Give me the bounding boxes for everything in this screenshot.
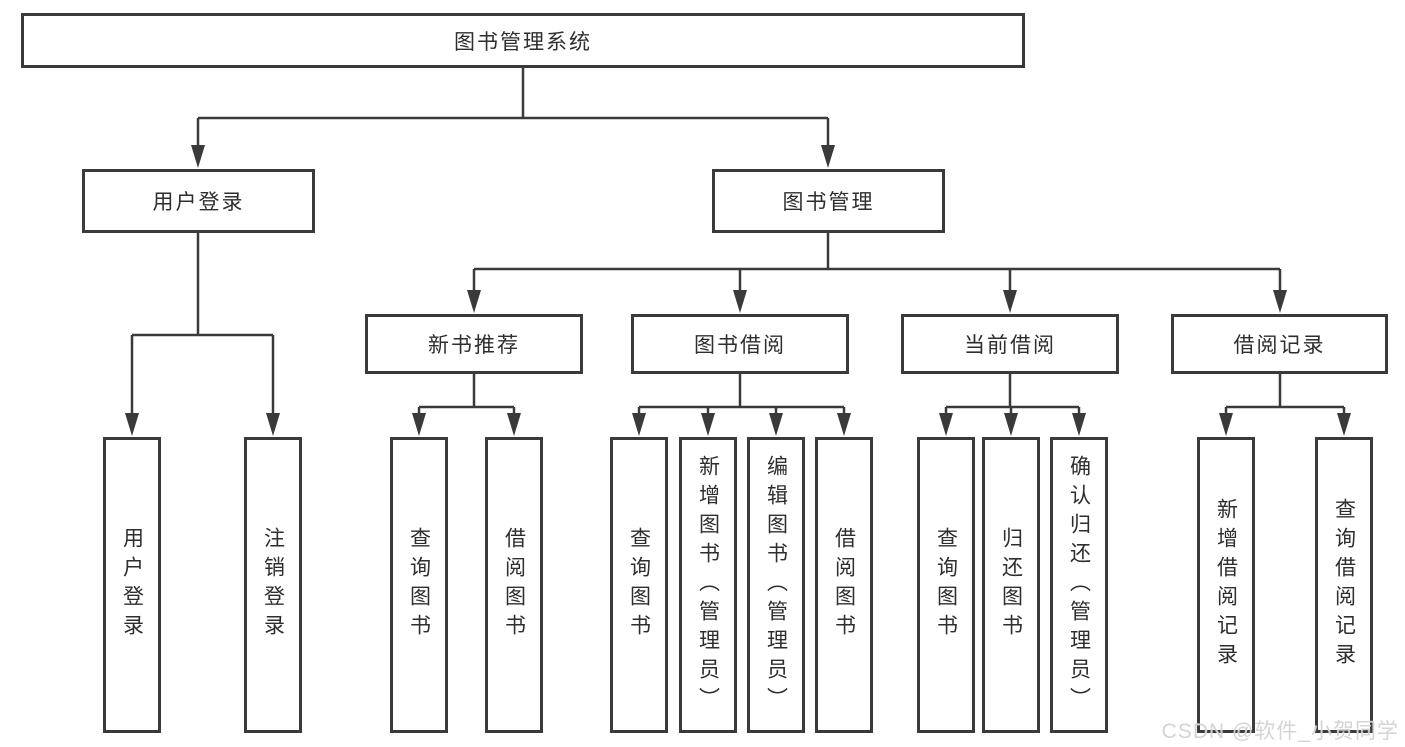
leaf-logout-label: 注销登录 <box>261 527 285 643</box>
node-book-borrow: 图书借阅 <box>631 314 849 374</box>
node-borrow-records: 借阅记录 <box>1171 314 1388 374</box>
leaf-add-borrow-record-label: 新增借阅记录 <box>1214 498 1238 672</box>
leaf-query-books-borrow: 查询图书 <box>610 437 668 733</box>
leaf-confirm-return-admin-label: 确认归还（管理员） <box>1067 454 1091 716</box>
leaf-return-books: 归还图书 <box>982 437 1040 733</box>
leaf-query-borrow-record-label: 查询借阅记录 <box>1332 498 1356 672</box>
leaf-borrow-books-label: 借阅图书 <box>832 527 856 643</box>
leaf-query-books-borrow-label: 查询图书 <box>627 527 651 643</box>
leaf-query-books-current-label: 查询图书 <box>934 527 958 643</box>
leaf-add-book-admin-label: 新增图书（管理员） <box>696 454 720 716</box>
leaf-edit-book-admin: 编辑图书（管理员） <box>747 437 805 733</box>
leaf-return-books-label: 归还图书 <box>999 527 1023 643</box>
node-current-borrow: 当前借阅 <box>901 314 1119 374</box>
leaf-add-borrow-record: 新增借阅记录 <box>1197 437 1255 733</box>
leaf-borrow-books-recommend: 借阅图书 <box>485 437 543 733</box>
node-root: 图书管理系统 <box>21 13 1025 68</box>
leaf-user-login: 用户登录 <box>103 437 161 733</box>
leaf-query-borrow-record: 查询借阅记录 <box>1315 437 1373 733</box>
node-book-management: 图书管理 <box>712 169 945 233</box>
leaf-query-books-recommend: 查询图书 <box>390 437 448 733</box>
leaf-borrow-books-recommend-label: 借阅图书 <box>502 527 526 643</box>
csdn-watermark: CSDN @软件_小贺同学 <box>1161 720 1399 743</box>
leaf-query-books-recommend-label: 查询图书 <box>407 527 431 643</box>
leaf-add-book-admin: 新增图书（管理员） <box>679 437 737 733</box>
leaf-borrow-books: 借阅图书 <box>815 437 873 733</box>
leaf-confirm-return-admin: 确认归还（管理员） <box>1050 437 1108 733</box>
node-user-login: 用户登录 <box>82 169 315 233</box>
leaf-query-books-current: 查询图书 <box>917 437 975 733</box>
node-new-book-recommend: 新书推荐 <box>365 314 583 374</box>
leaf-logout: 注销登录 <box>244 437 302 733</box>
leaf-user-login-label: 用户登录 <box>120 527 144 643</box>
leaf-edit-book-admin-label: 编辑图书（管理员） <box>764 454 788 716</box>
